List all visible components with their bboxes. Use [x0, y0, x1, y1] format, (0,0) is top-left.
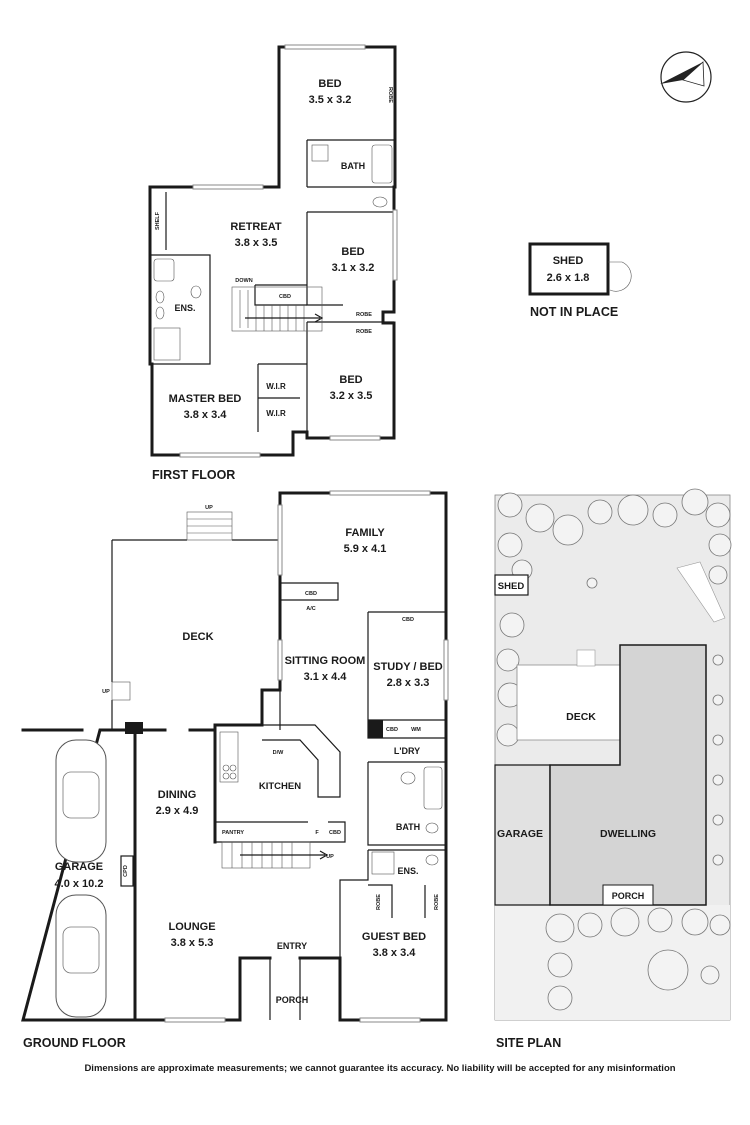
dining-size: 2.9 x 4.9	[156, 805, 199, 817]
toilet-icon	[425, 854, 439, 866]
porch-label: PORCH	[276, 995, 309, 1005]
not-in-place-label: NOT IN PLACE	[530, 305, 618, 319]
bath-label: BATH	[396, 822, 420, 832]
master-bed-name: MASTER BED	[169, 393, 242, 405]
shower-icon	[311, 144, 329, 162]
ensuite-label: ENS.	[397, 866, 418, 876]
lounge-name: LOUNGE	[168, 921, 215, 933]
fridge-label: F	[315, 830, 319, 836]
family-size: 5.9 x 4.1	[344, 543, 387, 555]
ground-floor-heading: GROUND FLOOR	[23, 1036, 126, 1050]
robe-b-label: ROBE	[434, 894, 440, 910]
retreat-size: 3.8 x 3.5	[235, 237, 278, 249]
guest-bed-name: GUEST BED	[362, 931, 426, 943]
study-size: 2.8 x 3.3	[387, 677, 430, 689]
dining-name: DINING	[158, 789, 197, 801]
site-plan: SHED DECK GARAGE DWELLING PORCH	[494, 488, 732, 1021]
pantry-label: PANTRY	[222, 830, 244, 836]
north-compass-icon	[660, 51, 712, 103]
wm-label: WM	[411, 727, 421, 733]
lounge-size: 3.8 x 5.3	[171, 937, 214, 949]
wir1-label: W.I.R	[266, 382, 286, 391]
site-dwelling-label: DWELLING	[600, 828, 656, 840]
site-deck-label: DECK	[566, 711, 596, 723]
site-garage-label: GARAGE	[497, 828, 543, 840]
family-name: FAMILY	[345, 527, 385, 539]
ground-floor-stairs	[221, 841, 329, 869]
basin-icon	[155, 290, 165, 304]
disclaimer-text: Dimensions are approximate measurements;…	[84, 1063, 675, 1074]
basin-icon	[155, 306, 165, 320]
down-label: DOWN	[235, 278, 252, 284]
tree-icons	[496, 488, 732, 1011]
bed2-name: BED	[341, 246, 364, 258]
bed1-name: BED	[318, 78, 341, 90]
ensuite-label: ENS.	[174, 303, 195, 313]
robe3-label: ROBE	[356, 329, 372, 335]
robe-a-label: ROBE	[376, 894, 382, 910]
kitchen-cbd-label: CBD	[329, 830, 341, 836]
master-bed-size: 3.8 x 3.4	[184, 409, 228, 421]
bathtub-icon	[371, 144, 393, 184]
first-floor-stairs	[231, 286, 324, 332]
site-porch-label: PORCH	[612, 891, 645, 901]
shower-icon	[371, 851, 395, 875]
shelf-label: SHELF	[155, 211, 161, 230]
ensuite-bath-icon	[153, 258, 175, 282]
robe-label: ROBE	[387, 87, 393, 103]
bed1-size: 3.5 x 3.2	[309, 94, 352, 106]
cpd-label: CPD	[123, 865, 129, 877]
shed-plan: SHED 2.6 x 1.8	[528, 242, 632, 296]
garage-name: GARAGE	[55, 861, 103, 873]
dw-label: D/W	[273, 750, 285, 756]
family-cbd-label: CBD	[305, 591, 317, 597]
site-shed-label: SHED	[498, 581, 525, 592]
deck-label: DECK	[182, 631, 213, 643]
ensuite-shower-icon	[153, 327, 181, 361]
side-up-label: UP	[102, 689, 110, 695]
bed2-size: 3.1 x 3.2	[332, 262, 375, 274]
bed3-name: BED	[339, 374, 362, 386]
basin-icon	[400, 771, 416, 785]
site-plan-heading: SITE PLAN	[496, 1036, 561, 1050]
car-icon	[55, 739, 107, 863]
car-icon	[55, 894, 107, 1018]
study-name: STUDY / BED	[373, 661, 443, 673]
garage-size: 4.0 x 10.2	[55, 878, 104, 890]
toilet-icon	[372, 196, 388, 208]
bed3-size: 3.2 x 3.5	[330, 390, 373, 402]
robe2-label: ROBE	[356, 312, 372, 318]
shed-size: 2.6 x 1.8	[547, 272, 590, 284]
bathtub-icon	[423, 766, 443, 810]
retreat-name: RETREAT	[230, 221, 281, 233]
first-floor-heading: FIRST FLOOR	[152, 468, 235, 482]
entry-label: ENTRY	[277, 941, 307, 951]
deck-up-label: UP	[205, 505, 213, 511]
study-cbd-label: CBD	[402, 617, 414, 623]
stairs-up-label: UP	[326, 854, 334, 860]
shed-name: SHED	[553, 255, 584, 267]
kitchen-label: KITCHEN	[259, 781, 301, 792]
ground-floor-plan: UP UP	[21, 490, 449, 1023]
bath-label: BATH	[341, 161, 365, 171]
sitting-room-name: SITTING ROOM	[285, 655, 366, 667]
guest-bed-size: 3.8 x 3.4	[373, 947, 417, 959]
ldry-cbd-label: CBD	[386, 727, 398, 733]
first-floor-plan: BED 3.5 x 3.2 ROBE BATH SHELF RETREAT 3.…	[148, 44, 398, 458]
toilet-icon	[425, 822, 439, 834]
cbd-label: CBD	[279, 294, 291, 300]
wir2-label: W.I.R	[266, 409, 286, 418]
ac-label: A/C	[306, 606, 316, 612]
laundry-label: L'DRY	[394, 746, 420, 756]
toilet-icon	[190, 285, 202, 299]
sitting-room-size: 3.1 x 4.4	[304, 671, 348, 683]
